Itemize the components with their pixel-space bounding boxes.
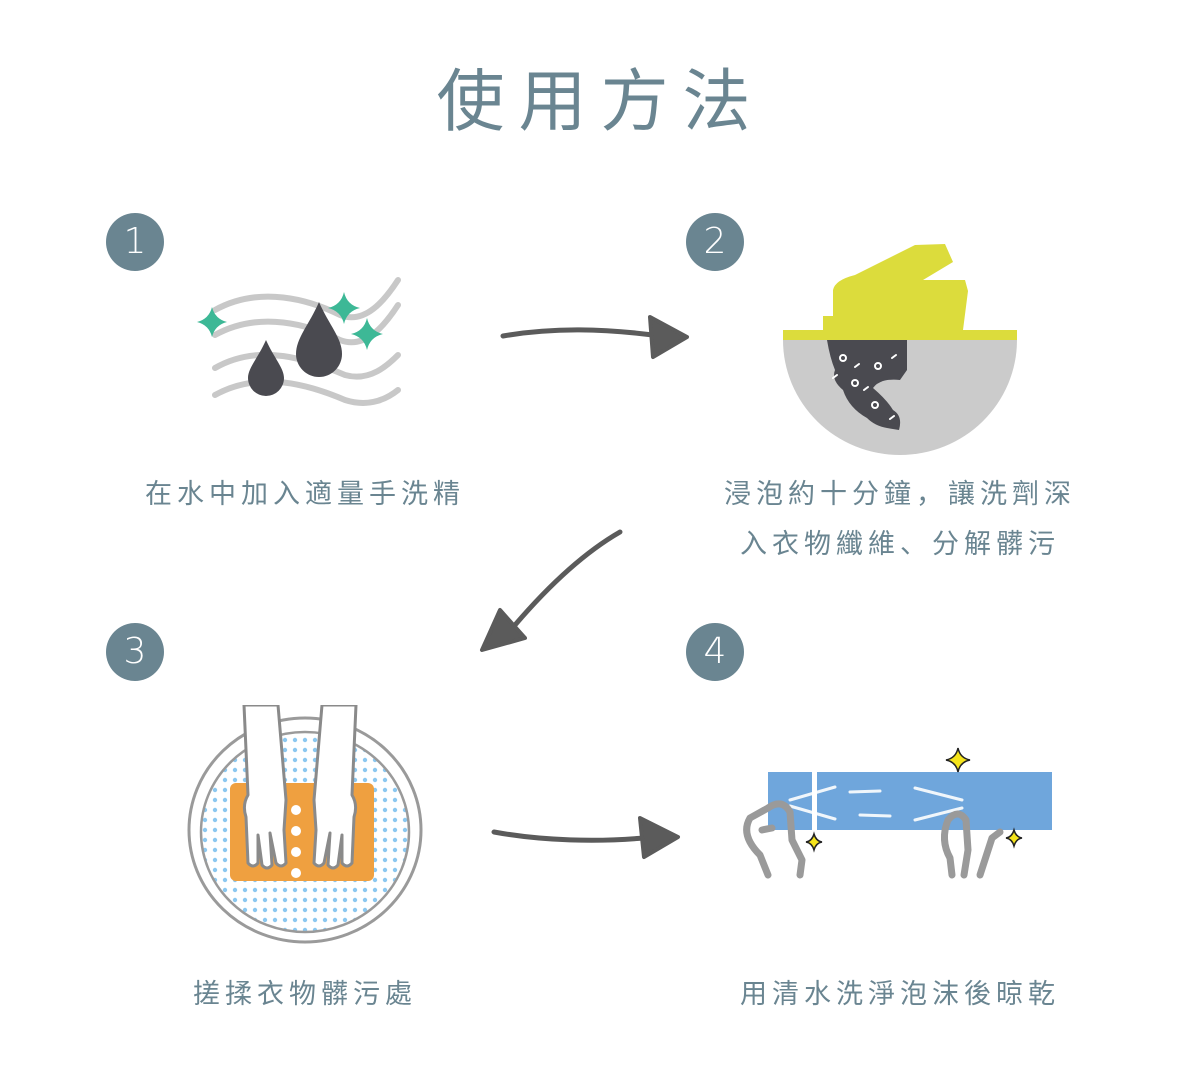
step-2-caption: 浸泡約十分鐘，讓洗劑深 入衣物纖維、分解髒污 <box>690 470 1110 570</box>
wave-line-3 <box>212 351 401 380</box>
sparkle-right <box>351 318 383 350</box>
caption-line: 用清水洗淨泡沫後晾乾 <box>740 979 1060 1010</box>
basin-outer <box>187 716 423 944</box>
page-title: 使用方法 <box>436 63 765 142</box>
large-drop <box>296 302 342 377</box>
small-drop <box>248 340 284 396</box>
left-hand <box>242 705 288 870</box>
step-4-badge: 4 <box>686 623 744 681</box>
left-hand <box>743 800 806 879</box>
caption-line: 在水中加入適量手洗精 <box>145 479 465 510</box>
caption-line: 入衣物纖維、分解髒污 <box>740 529 1060 560</box>
step-3-badge: 3 <box>106 623 164 681</box>
towel-main <box>817 772 1052 830</box>
step-4-caption: 用清水洗淨泡沫後晾乾 <box>700 970 1100 1020</box>
step-1-caption: 在水中加入適量手洗精 <box>110 470 500 520</box>
sparkle-left <box>805 831 823 853</box>
wave-line-1 <box>212 277 401 321</box>
hands-scrubbing-soap-icon <box>187 705 423 944</box>
right-hand <box>941 810 1004 879</box>
step-1-badge: 1 <box>106 213 164 271</box>
step-3-caption: 搓揉衣物髒污處 <box>150 970 460 1020</box>
right-hand <box>312 705 358 870</box>
water-drops-sparkles-icon <box>197 277 401 406</box>
stain-dark <box>827 340 907 430</box>
arrow-down-left-icon <box>480 529 623 652</box>
wave-line-4 <box>212 378 401 406</box>
step-2-badge: 2 <box>686 213 744 271</box>
sparkle-left <box>197 307 227 337</box>
arrow-right-icon <box>500 315 689 359</box>
detergent-yellow <box>783 244 1017 340</box>
caption-line: 搓揉衣物髒污處 <box>193 979 417 1010</box>
soaking-stain-bowl-icon <box>783 244 1017 455</box>
sparkle-top-right <box>328 292 360 324</box>
wave-line-2 <box>212 302 401 346</box>
caption-line: 浸泡約十分鐘，讓洗劑深 <box>724 479 1076 510</box>
arrow-right-icon <box>491 816 680 859</box>
sparkle-top <box>945 747 971 773</box>
hands-holding-clean-towel-icon <box>743 747 1052 879</box>
sparkle-right <box>1005 827 1023 849</box>
